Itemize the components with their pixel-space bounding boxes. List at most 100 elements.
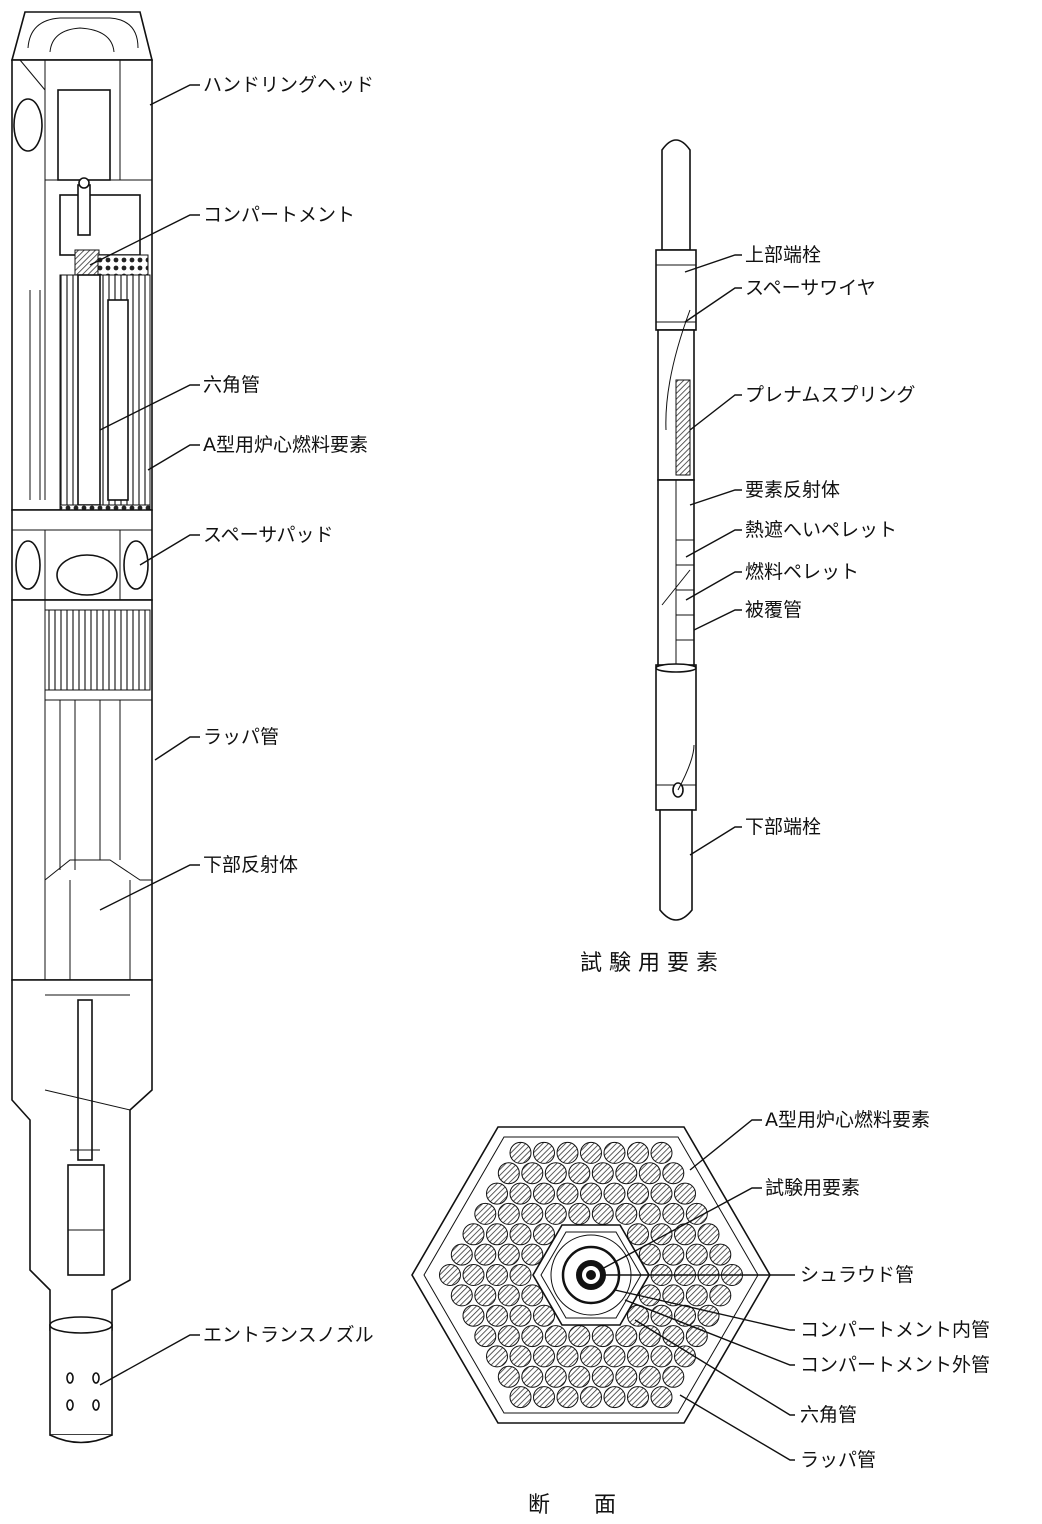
- label-spacer-wire: スペーサワイヤ: [745, 277, 876, 299]
- fuel-pin: [533, 1345, 555, 1368]
- fuel-pin: [650, 1345, 673, 1368]
- fuel-pin: [544, 1202, 567, 1225]
- fuel-pin: [650, 1304, 673, 1327]
- fuel-pin: [697, 1304, 720, 1327]
- fuel-pin: [615, 1325, 638, 1348]
- fuel-pin: [497, 1365, 520, 1388]
- label-section-wrapper-tube: ラッパ管: [800, 1449, 876, 1471]
- fuel-pin: [474, 1202, 497, 1225]
- fuel-pin: [521, 1243, 544, 1266]
- section-leaders: [599, 1119, 795, 1461]
- label-plenum-spring: プレナムスプリング: [745, 384, 915, 406]
- fuel-pin: [709, 1243, 732, 1266]
- fuel-pin: [591, 1325, 614, 1348]
- fuel-pin: [638, 1365, 661, 1388]
- fuel-pin: [650, 1223, 673, 1246]
- fuel-pin: [650, 1141, 673, 1164]
- fuel-pin: [603, 1386, 626, 1409]
- fuel-pin: [497, 1243, 520, 1266]
- fuel-pin: [674, 1345, 696, 1368]
- fuel-pin: [674, 1182, 696, 1205]
- fuel-pin: [627, 1345, 649, 1368]
- fuel-pin: [662, 1325, 685, 1348]
- fuel-pin: [486, 1182, 508, 1205]
- element-leaders: [684, 254, 742, 856]
- fuel-pin: [638, 1162, 661, 1185]
- fuel-pin: [662, 1243, 685, 1266]
- section-label-group: A型用炉心燃料要素 試験用要素 シュラウド管 コンパートメント内管 コンパートメ…: [528, 1109, 990, 1518]
- fuel-pin: [544, 1325, 567, 1348]
- fuel-pin: [486, 1223, 508, 1246]
- label-section-hex-tube: 六角管: [800, 1404, 857, 1426]
- fuel-pin: [486, 1345, 508, 1368]
- fuel-pin: [533, 1304, 555, 1327]
- fuel-pin: [556, 1182, 579, 1205]
- fuel-pin: [580, 1386, 602, 1409]
- fuel-pin: [556, 1345, 579, 1368]
- element-label-group: 上部端栓 スペーサワイヤ プレナムスプリング 要素反射体 熱遮へいペレット 燃料…: [580, 244, 915, 976]
- fuel-pin: [521, 1202, 544, 1225]
- fuel-pin: [685, 1243, 708, 1266]
- fuel-pin: [521, 1365, 544, 1388]
- fuel-pin-array: [439, 1141, 743, 1409]
- fuel-pin: [638, 1284, 661, 1307]
- fuel-pin: [533, 1182, 555, 1205]
- fuel-pin: [674, 1223, 696, 1246]
- test-element-drawing: [655, 139, 697, 921]
- fuel-pin: [709, 1284, 732, 1307]
- fuel-pin: [568, 1365, 591, 1388]
- label-spacer-pad: スペーサパッド: [203, 524, 334, 546]
- fuel-pin: [533, 1386, 555, 1409]
- fuel-pin: [486, 1264, 508, 1286]
- label-entrance-nozzle: エントランスノズル: [203, 1324, 374, 1346]
- fuel-pin: [568, 1325, 591, 1348]
- fuel-pin: [497, 1202, 520, 1225]
- caption-cross-section: 断 面: [528, 1493, 616, 1518]
- fuel-pin: [462, 1264, 485, 1286]
- fuel-pin: [450, 1243, 473, 1266]
- fuel-pin: [580, 1345, 602, 1368]
- fuel-pin: [627, 1182, 649, 1205]
- label-cladding: 被覆管: [745, 599, 802, 621]
- fuel-pin: [509, 1141, 532, 1164]
- fuel-pin: [556, 1386, 579, 1409]
- fuel-pin: [627, 1386, 649, 1409]
- fuel-pin: [462, 1304, 485, 1327]
- label-handling-head: ハンドリングヘッド: [203, 74, 374, 96]
- fuel-pin: [603, 1182, 626, 1205]
- fuel-pin: [650, 1386, 673, 1409]
- fuel-pin: [474, 1243, 497, 1266]
- label-section-a-type-fuel: A型用炉心燃料要素: [765, 1109, 930, 1131]
- label-section-test-element: 試験用要素: [765, 1177, 860, 1199]
- fuel-pin: [603, 1141, 626, 1164]
- fuel-pin: [580, 1141, 602, 1164]
- fuel-pin: [580, 1182, 602, 1205]
- label-hex-tube: 六角管: [203, 374, 260, 396]
- fuel-pin: [615, 1162, 638, 1185]
- fuel-pin: [509, 1182, 532, 1205]
- fuel-pin: [497, 1162, 520, 1185]
- fuel-pin: [591, 1202, 614, 1225]
- label-compartment-inner: コンパートメント内管: [800, 1319, 990, 1341]
- fuel-pin: [627, 1141, 649, 1164]
- label-upper-end-plug: 上部端栓: [745, 244, 821, 266]
- label-shroud-tube: シュラウド管: [800, 1264, 914, 1286]
- fuel-pin: [591, 1162, 614, 1185]
- fuel-pin: [650, 1182, 673, 1205]
- fuel-pin: [544, 1162, 567, 1185]
- fuel-pin: [474, 1284, 497, 1307]
- fuel-pin: [544, 1365, 567, 1388]
- label-insulator-pellet: 熱遮へいペレット: [745, 519, 897, 541]
- fuel-pin: [638, 1243, 661, 1266]
- fuel-pin: [509, 1223, 532, 1246]
- fuel-pin: [497, 1284, 520, 1307]
- fuel-pin: [603, 1345, 626, 1368]
- label-fuel-pellet: 燃料ペレット: [745, 561, 859, 583]
- fuel-pin: [627, 1223, 649, 1246]
- fuel-pin: [509, 1264, 532, 1286]
- fuel-pin: [509, 1345, 532, 1368]
- caption-test-element: 試 験 用 要 素: [580, 951, 718, 976]
- fuel-pin: [521, 1162, 544, 1185]
- fuel-pin: [697, 1223, 720, 1246]
- label-wrapper-tube: ラッパ管: [203, 726, 279, 748]
